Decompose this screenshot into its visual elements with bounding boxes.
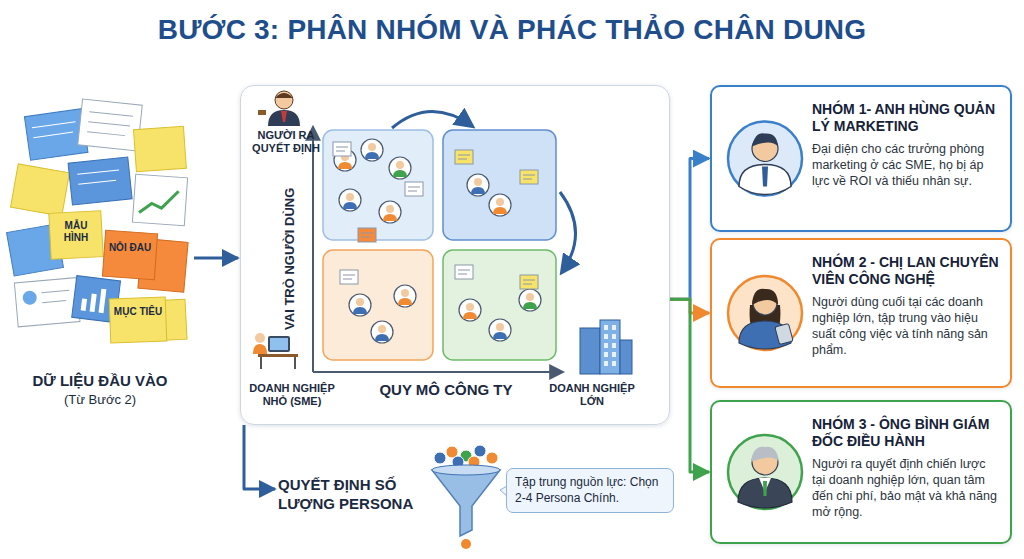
notes-pile — [7, 99, 189, 343]
note-label: NỖI ĐAU — [106, 242, 154, 254]
axis-label: QUY MÔ CÔNG TY — [356, 381, 536, 399]
axis-end-label: DOANH NGHIỆP NHỎ (SME) — [244, 382, 340, 408]
card-body: Đại diện cho các trưởng phòng marketing … — [812, 141, 1000, 190]
callout-text: Tập trung nguồn lực: Chọn 2-4 Persona Ch… — [515, 475, 665, 506]
card-heading: NHÓM 2 - CHỊ LAN CHUYÊN VIÊN CÔNG NGHỆ — [812, 254, 1000, 288]
note-label: MẪU HÌNH — [52, 220, 100, 243]
avatar — [728, 276, 802, 350]
connector-arrow — [244, 425, 275, 489]
avatar — [728, 435, 802, 509]
connector-arrow — [194, 257, 238, 260]
connector-arrow — [670, 299, 709, 472]
note-label: MỤC TIÊU — [113, 306, 163, 318]
card-heading: NHÓM 3 - ÔNG BÌNH GIÁM ĐỐC ĐIỀU HÀNH — [812, 416, 1000, 450]
avatar — [728, 122, 802, 196]
segmentation-matrix: NGƯỜI RA QUYẾT ĐỊNH VAI TRÒ NGƯỜI DÙNG DOA… — [240, 85, 670, 425]
decision-label: QUYẾT ĐỊNH SỐ LƯỢNG PERSONA — [278, 476, 430, 514]
card-body: Người dùng cuối tại các doanh nghiệp lớn… — [812, 294, 1000, 359]
axis-end-label: NGƯỜI RA QUYẾT ĐỊNH — [244, 129, 328, 155]
connector-arrow — [670, 159, 709, 300]
input-heading: DỮ LIỆU ĐẦU VÀO — [33, 372, 168, 389]
persona-card: NHÓM 3 - ÔNG BÌNH GIÁM ĐỐC ĐIỀU HÀNH Ngườ… — [710, 400, 1012, 544]
card-heading: NHÓM 1- ANH HÙNG QUẢN LÝ MARKETING — [812, 101, 1000, 135]
persona-card: NHÓM 1- ANH HÙNG QUẢN LÝ MARKETING Đại di… — [710, 85, 1012, 232]
decision-text: QUYẾT ĐỊNH SỐ LƯỢNG PERSONA — [278, 476, 430, 514]
callout-box: Tập trung nguồn lực: Chọn 2-4 Persona Ch… — [506, 468, 674, 513]
card-body: Người ra quyết định chiến lược tại doanh… — [812, 456, 1000, 521]
funnel — [432, 445, 507, 549]
input-data: DỮ LIỆU ĐẦU VÀO (Từ Bước 2) — [10, 95, 190, 413]
axis-label: VAI TRÒ NGƯỜI DÙNG — [281, 176, 297, 341]
input-subtitle: (Từ Bước 2) — [64, 392, 136, 407]
persona-card: NHÓM 2 - CHỊ LAN CHUYÊN VIÊN CÔNG NGHỆ Ng… — [710, 238, 1012, 388]
axis-end-label: DOANH NGHIỆP LỚN — [537, 382, 647, 408]
page-title: BƯỚC 3: PHÂN NHÓM VÀ PHÁC THẢO CHÂN DUNG — [0, 14, 1024, 46]
